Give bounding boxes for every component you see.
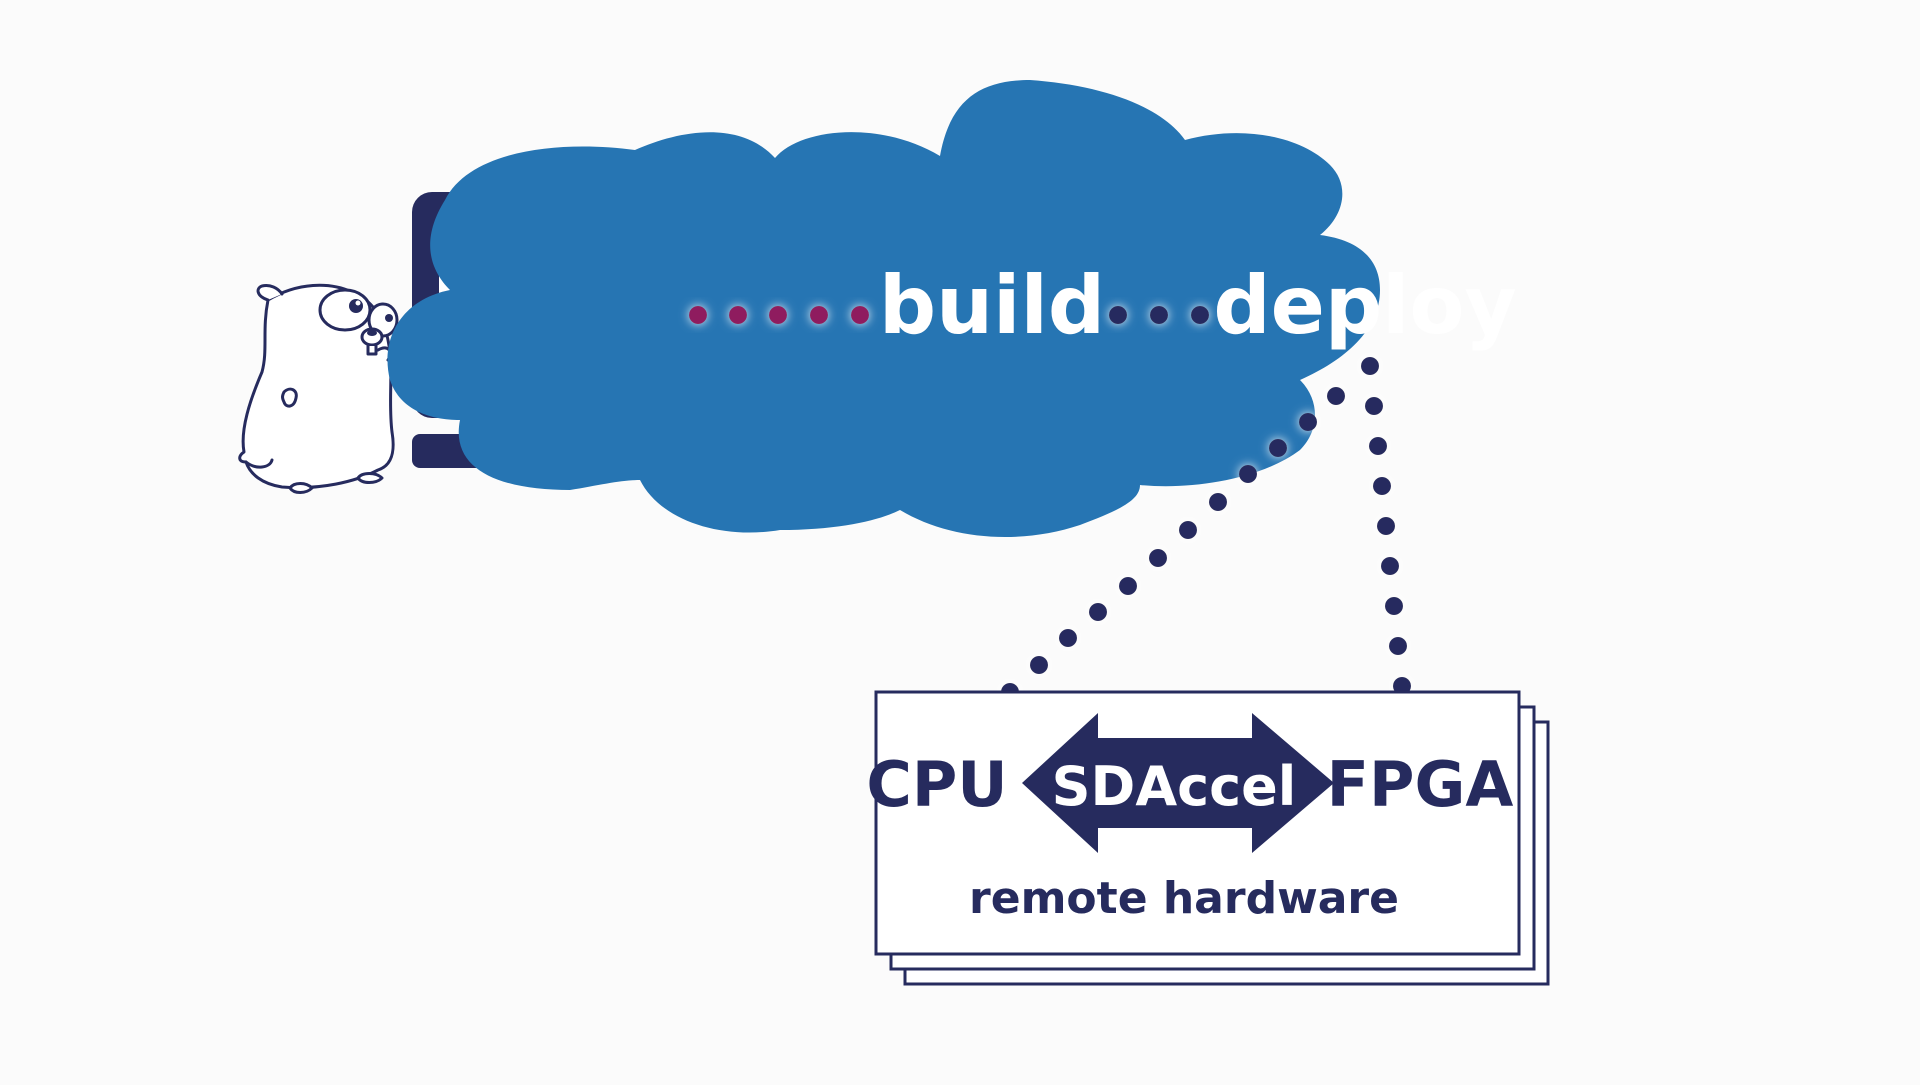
gopher-icon [238, 283, 399, 494]
cpu-label: CPU [866, 748, 1007, 821]
deploy-label: deploy [1213, 259, 1516, 352]
fpga-label: FPGA [1327, 748, 1514, 821]
cloud-icon [387, 80, 1380, 537]
dotted-link-code-to-build [689, 306, 869, 324]
sdaccel-label: SDAccel [1052, 755, 1297, 818]
remote-hardware-caption: remote hardware [969, 873, 1399, 924]
double-arrow-icon [1022, 713, 1334, 853]
remote-hardware-stack [874, 690, 1550, 986]
build-label: build [879, 259, 1105, 352]
dotted-link-deploy-to-fpga [1361, 357, 1415, 734]
dotted-link-build-to-deploy [1109, 306, 1209, 324]
